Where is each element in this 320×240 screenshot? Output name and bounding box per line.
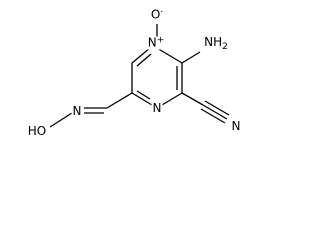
amino-text: NH bbox=[204, 34, 223, 49]
bond-c3-cn bbox=[181, 92, 204, 106]
oxime-oh-text: HO bbox=[27, 124, 47, 138]
oxide-dot-text: · bbox=[160, 7, 164, 18]
molecule-structure bbox=[49, 24, 230, 128]
bond-c3-n4 bbox=[161, 92, 183, 106]
n-oxide-charge-text: + bbox=[156, 35, 165, 46]
oxide-o-text: O bbox=[150, 7, 161, 22]
oxime-n-text: N bbox=[72, 104, 82, 118]
nitrile-n-text: N bbox=[231, 119, 241, 133]
bond-n-oh bbox=[49, 112, 73, 128]
bond-c5-ch bbox=[106, 92, 133, 109]
bond-n4-c5 bbox=[131, 92, 153, 106]
bond-nitrile-3 bbox=[200, 108, 226, 124]
ring-n-text: N bbox=[152, 101, 162, 115]
bond-c6-n1-double bbox=[136, 53, 152, 67]
ring-nitrogen-label: N bbox=[151, 101, 163, 115]
bond-n4-c5-double bbox=[136, 90, 151, 100]
bond-n1-c2 bbox=[156, 47, 183, 64]
nitrile-nitrogen-label: N bbox=[230, 119, 242, 133]
n-oxide-nitrogen-label: N+ bbox=[146, 35, 166, 50]
n-oxide-n-text: N bbox=[147, 35, 157, 50]
oxime-hydroxyl-label: HO bbox=[26, 124, 48, 138]
amino-subscript: 2 bbox=[222, 42, 228, 53]
oxide-oxygen-label: O· bbox=[149, 7, 165, 22]
bond-nitrile-2 bbox=[204, 100, 230, 116]
bond-amino bbox=[181, 51, 201, 64]
bond-nitrile-1 bbox=[202, 104, 228, 120]
oxime-nitrogen-label: N bbox=[71, 104, 83, 118]
amino-label: NH2 bbox=[203, 34, 229, 53]
bond-c6-n1 bbox=[131, 47, 151, 64]
